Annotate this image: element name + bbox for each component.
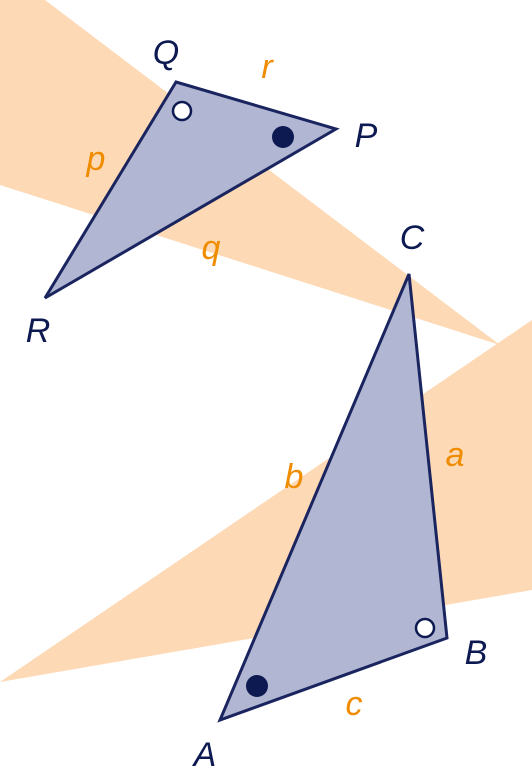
side-label-c: c	[346, 685, 363, 723]
vertex-label-p: P	[355, 117, 378, 155]
side-label-b: b	[285, 458, 304, 496]
angle-p-filled-marker	[272, 126, 294, 148]
side-label-r: r	[261, 48, 274, 86]
vertex-label-r: R	[26, 312, 51, 350]
side-label-a: a	[446, 436, 465, 474]
triangle-pqr: Q P R r p q	[26, 34, 378, 350]
triangle-pqr-shape	[43, 80, 340, 300]
vertex-label-a: A	[192, 736, 217, 771]
angle-q-open-marker	[171, 100, 193, 122]
vertex-label-c: C	[400, 219, 425, 257]
angle-b-open-marker	[414, 617, 436, 639]
triangle-abc: C B A a b c	[192, 219, 488, 771]
vertex-label-q: Q	[153, 34, 179, 72]
vertex-label-b: B	[465, 634, 488, 672]
side-label-q: q	[202, 229, 221, 267]
side-label-p: p	[86, 140, 106, 178]
angle-a-filled-marker	[246, 675, 268, 697]
triangle-abc-shape	[217, 273, 449, 723]
